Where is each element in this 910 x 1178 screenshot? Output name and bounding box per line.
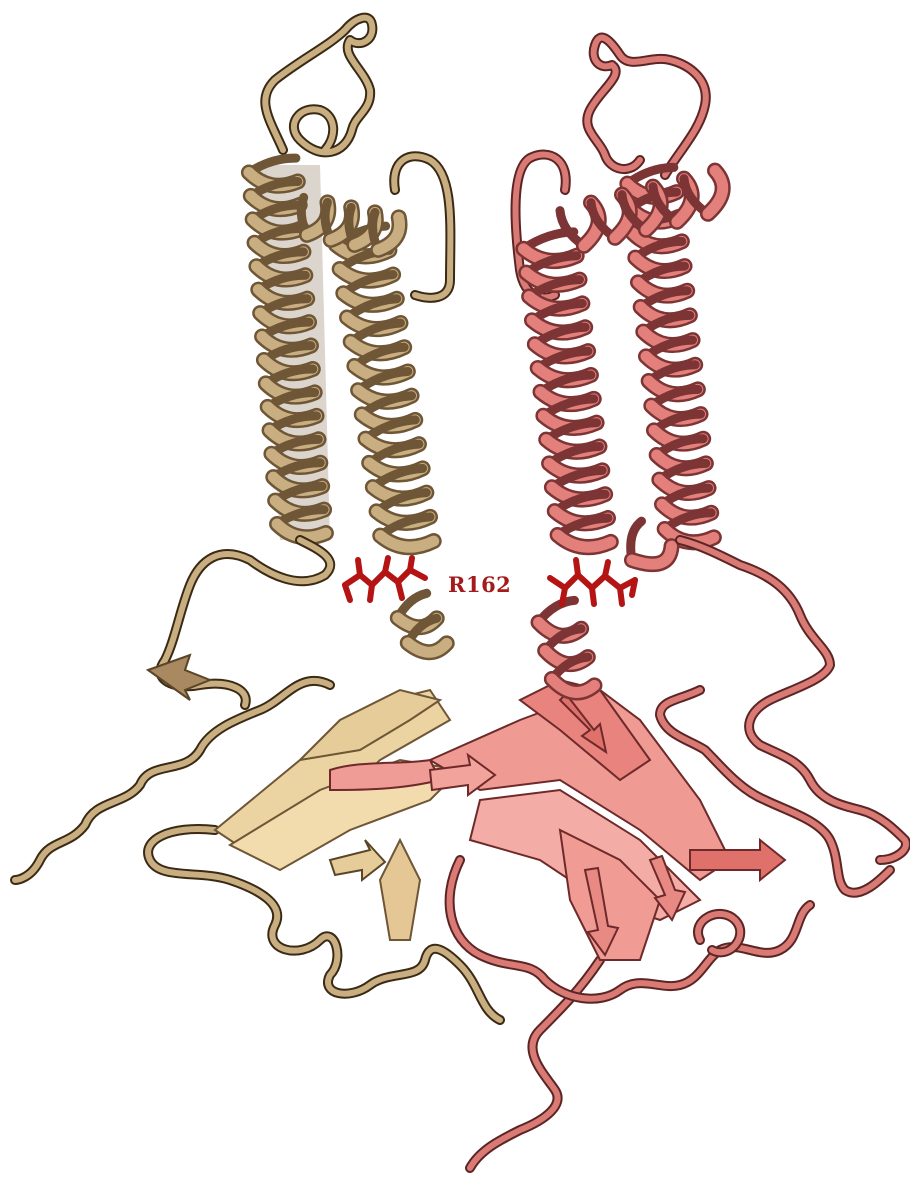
chain-a: [15, 18, 500, 1020]
chain-b-helix-1: [523, 232, 610, 547]
chain-b-helix-5: [539, 600, 595, 692]
chain-a-top-loop: [265, 18, 372, 153]
chain-a-strand-arrow: [148, 655, 210, 700]
chain-a-helix-4: [398, 593, 447, 652]
chain-a-bottom-loop: [148, 829, 500, 1020]
chain-a-helix-2: [336, 226, 434, 547]
r162-residue-chain-b: [550, 560, 635, 604]
chain-a-beta-sheet: [148, 655, 460, 940]
r162-residue-chain-a: [345, 558, 425, 600]
chain-a-helix-1: [249, 158, 330, 540]
chain-a-strand-arrow: [330, 840, 385, 880]
residue-label-r162: R162: [448, 572, 511, 597]
